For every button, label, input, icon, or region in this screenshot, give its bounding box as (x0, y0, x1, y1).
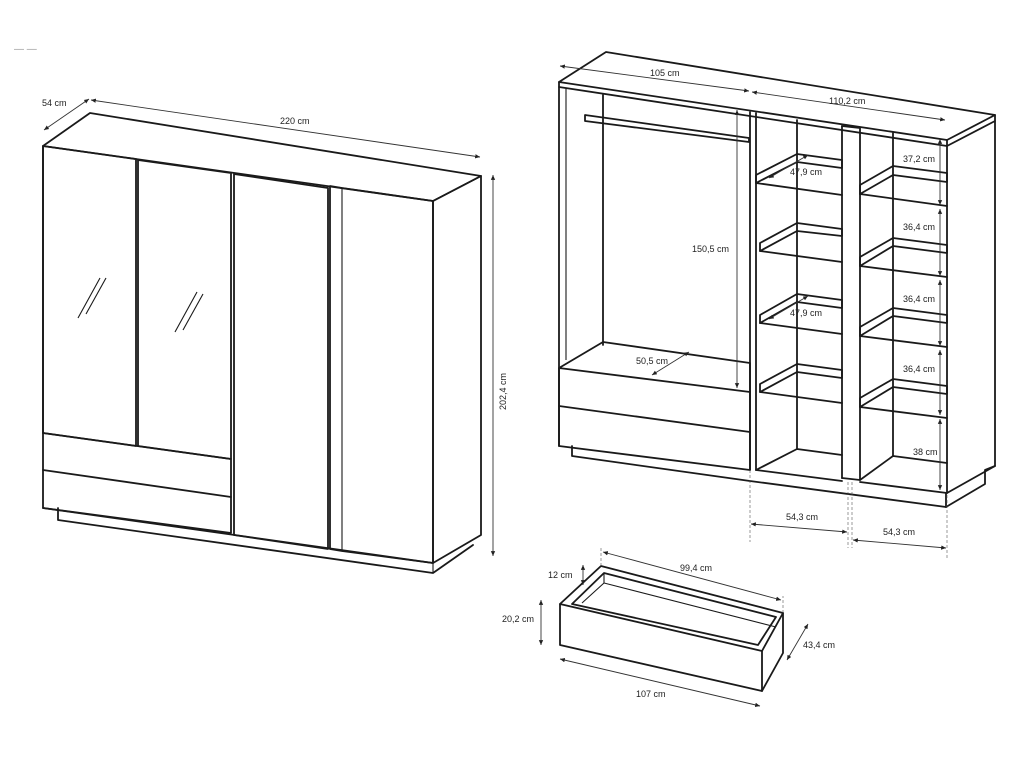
shelf-height-label-3: 36,4 cm (903, 294, 935, 304)
drawer-inner-length-label: 99,4 cm (680, 563, 712, 573)
middle-shelf-depth-top-label: 47,9 cm (790, 167, 822, 177)
bottom-width-left-label: 54,3 cm (786, 512, 818, 522)
right-section-width-label: 110,2 cm (829, 96, 865, 106)
shelf-height-label-4: 36,4 cm (903, 364, 935, 374)
hanging-height-label: 150,5 cm (692, 244, 729, 254)
closed-height-label: 202,4 cm (498, 373, 508, 410)
closed-depth-label: 54 cm (42, 98, 67, 108)
drawer-depth-label: 43,4 cm (803, 640, 835, 650)
left-section-width-label: 105 cm (650, 68, 680, 78)
closed-width-label: 220 cm (280, 116, 310, 126)
open-wardrobe: 105 cm 110,2 cm 150,5 cm 50,5 cm 47,9 cm… (558, 51, 996, 560)
drawer-inner-height-label: 12 cm (548, 570, 573, 580)
corner-mark: — — (14, 44, 37, 55)
drawer-outer-length-label: 107 cm (636, 689, 666, 699)
closed-wardrobe: 54 cm 220 cm 202,4 cm (42, 98, 508, 574)
drawer-depth-label: 50,5 cm (636, 356, 668, 366)
shelf-height-label-5: 38 cm (913, 447, 938, 457)
shelf-height-label-1: 37,2 cm (903, 154, 935, 164)
bottom-width-right-label: 54,3 cm (883, 527, 915, 537)
shelf-height-label-2: 36,4 cm (903, 222, 935, 232)
drawer-outer-height-label: 20,2 cm (502, 614, 534, 624)
drawer-detail: 99,4 cm 12 cm 20,2 cm 43,4 cm 107 cm (502, 548, 835, 707)
middle-shelf-depth-mid-label: 47,9 cm (790, 308, 822, 318)
